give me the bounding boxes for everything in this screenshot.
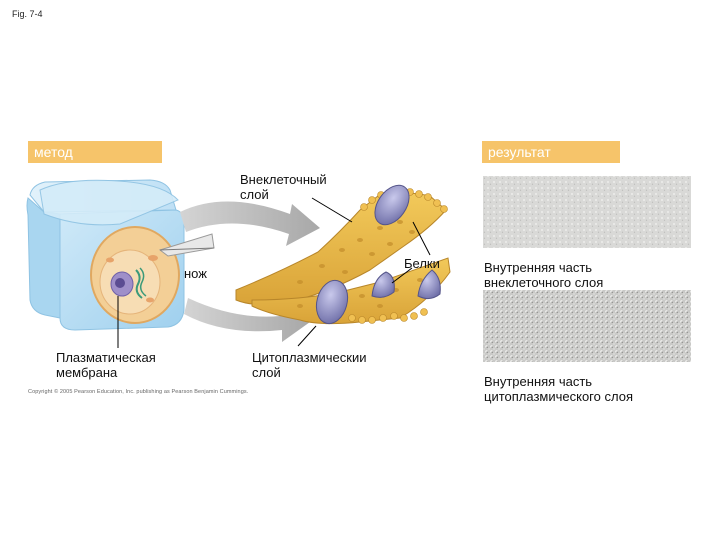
micrograph-cytoplasmic xyxy=(483,290,691,362)
plasma-membrane-label: Плазматическая мембрана xyxy=(56,350,156,380)
cell-illustration xyxy=(91,227,179,323)
knife-label: нож xyxy=(184,266,207,281)
result-cytoplasmic-caption: Внутренняя часть цитоплазмического слоя xyxy=(484,374,633,404)
micrograph-extracellular xyxy=(483,176,691,248)
extracellular-layer-label: Внеклеточный слой xyxy=(240,172,327,202)
protein-cyto-1 xyxy=(372,272,394,297)
result-extracellular-caption: Внутренняя часть внеклеточного слоя xyxy=(484,260,603,290)
cytoplasmic-layer-label: Цитоплазмическии слой xyxy=(252,350,367,380)
proteins-label: Белки xyxy=(404,256,440,271)
cytoplasmic-leader xyxy=(298,326,316,346)
copyright-notice: Copyright © 2005 Pearson Education, Inc.… xyxy=(28,389,248,395)
